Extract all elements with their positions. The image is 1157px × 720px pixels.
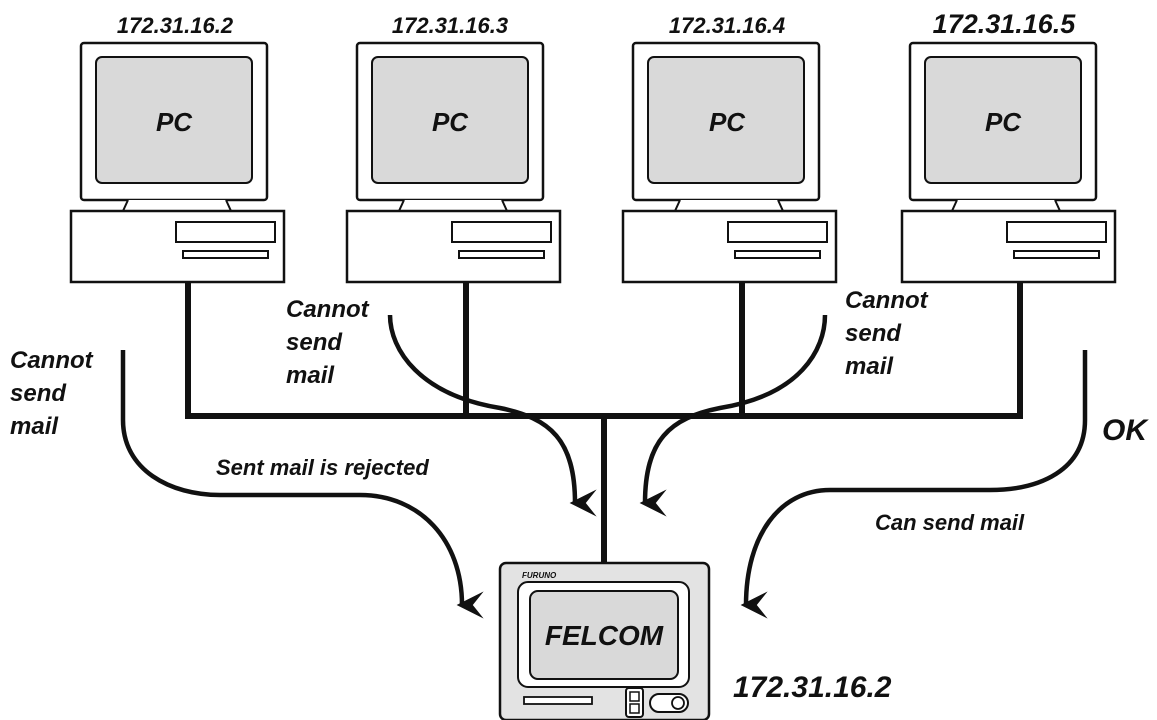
pc-1-status: Cannot send mail: [10, 347, 94, 440]
pc-2-status-line-1: Cannot: [286, 296, 370, 323]
pc-4-disk-slot: [1013, 250, 1100, 259]
pc-3-label: PC: [709, 107, 746, 137]
pc-4-screen: [924, 56, 1082, 184]
pc-4-result: Can send mail: [875, 510, 1025, 535]
pc-1-status-line-2: send: [10, 380, 67, 407]
pc-3-arrow: [639, 314, 828, 517]
pc-1-status-line-3: mail: [10, 413, 59, 440]
felcom-key-button-bottom: [629, 703, 640, 714]
pc-1-rejected-arrow: [120, 350, 484, 619]
pc-4-stand: [950, 199, 1062, 212]
pc-3-status-line-2: send: [845, 320, 902, 347]
pc-2-disk-slot: [458, 250, 545, 259]
pc-1-status-line-1: Cannot: [10, 347, 94, 374]
pc-1-stand: [121, 199, 233, 212]
pc-3-disk-slot: [734, 250, 821, 259]
pc-3-status: Cannot send mail: [845, 287, 929, 380]
felcom-ip: 172.31.16.2: [733, 671, 892, 704]
pc-4: 172.31.16.5 PC: [900, 9, 1117, 284]
pc-4-status: OK: [1102, 414, 1149, 447]
felcom-terminal: FURUNO FELCOM: [498, 561, 711, 720]
pc-1-drive-bay: [175, 221, 276, 243]
pc-2-status-line-2: send: [286, 329, 343, 356]
pc-1-screen: [95, 56, 253, 184]
pc-3-stand: [673, 199, 785, 212]
felcom-power-knob: [671, 696, 685, 710]
pc-2-drive-bay: [451, 221, 552, 243]
pc-3-status-line-1: Cannot: [845, 287, 929, 314]
pc-4-label: PC: [985, 107, 1022, 137]
felcom-key-button-top: [629, 691, 640, 702]
pc-3-screen: [647, 56, 805, 184]
pc-3: 172.31.16.4 PC: [621, 13, 838, 284]
pc-2-ip: 172.31.16.3: [392, 13, 508, 38]
pc-3-drive-bay: [727, 221, 828, 243]
felcom-card-slot: [523, 696, 593, 705]
lan-bus: [185, 282, 1023, 563]
pc-3-status-line-3: mail: [845, 353, 894, 380]
pc-2-status-line-3: mail: [286, 362, 335, 389]
pc-2-label: PC: [432, 107, 469, 137]
pc-2-status: Cannot send mail: [286, 296, 370, 389]
pc-4-success-arrow: [740, 350, 1088, 619]
felcom-brand: FURUNO: [522, 571, 557, 580]
pc-1-label: PC: [156, 107, 193, 137]
pc-1-ip: 172.31.16.2: [117, 13, 234, 38]
pc-2-arrow: [387, 314, 597, 517]
pc-1-result: Sent mail is rejected: [216, 455, 429, 480]
felcom-name: FELCOM: [545, 620, 664, 651]
pc-3-ip: 172.31.16.4: [669, 13, 785, 38]
pc-2: 172.31.16.3 PC: [345, 13, 562, 284]
pc-1: 172.31.16.2 PC: [69, 13, 286, 284]
pc-2-screen: [371, 56, 529, 184]
pc-4-drive-bay: [1006, 221, 1107, 243]
pc-2-stand: [397, 199, 509, 212]
flow-arrows: [120, 314, 1088, 619]
pc-4-ip: 172.31.16.5: [933, 9, 1077, 39]
felcom-screen: [529, 590, 679, 680]
pc-1-disk-slot: [182, 250, 269, 259]
